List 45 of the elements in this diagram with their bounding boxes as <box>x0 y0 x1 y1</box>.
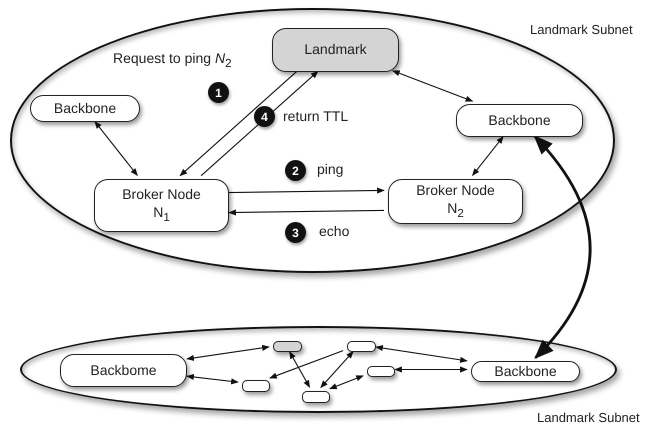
node-box <box>94 179 229 232</box>
arrow <box>289 351 310 388</box>
node-label: Backbone <box>494 362 557 380</box>
arrow <box>200 70 318 176</box>
node-box <box>272 28 399 72</box>
subnet-label: Landmark Subnet <box>537 410 640 425</box>
step-label: ping <box>317 161 344 177</box>
node-box <box>273 341 302 352</box>
arrow <box>94 120 138 176</box>
node-label: Broker Node N$_{2}$ <box>415 182 496 221</box>
step-label: Request to ping N$_{2}$ <box>113 50 232 70</box>
node-box <box>347 341 376 352</box>
arrow <box>186 374 239 384</box>
step-number: 2 <box>285 160 306 181</box>
arrow <box>534 134 592 360</box>
node-box <box>302 391 330 403</box>
step-label: return TTL <box>283 108 348 124</box>
node-box <box>388 179 523 224</box>
node-box <box>367 366 395 377</box>
subnet-label: Landmark Subnet <box>530 22 633 37</box>
node-label: Backbone <box>54 100 116 118</box>
arrow <box>472 136 504 176</box>
arrow <box>394 366 468 373</box>
step-number: 1 <box>208 82 229 103</box>
node-box <box>471 361 580 382</box>
node-label: Broker Node N$_{1}$ <box>121 186 202 225</box>
arrow <box>392 70 474 102</box>
node-box <box>242 380 270 392</box>
node-box <box>60 354 187 387</box>
arrow <box>269 350 344 379</box>
arrow <box>228 209 384 216</box>
arrow <box>375 345 468 363</box>
arrow <box>229 187 385 194</box>
arrow <box>329 375 364 390</box>
node-label: Backbome <box>90 362 157 380</box>
node-label: Landmark <box>304 41 367 59</box>
arrow <box>180 70 298 176</box>
step-number: 3 <box>285 222 306 243</box>
node-box <box>456 104 583 137</box>
arrow <box>186 344 270 361</box>
step-label: echo <box>319 223 350 239</box>
step-number: 4 <box>254 106 275 127</box>
node-label: Backbone <box>488 112 551 130</box>
node-box <box>30 95 140 122</box>
arrow <box>320 350 354 388</box>
